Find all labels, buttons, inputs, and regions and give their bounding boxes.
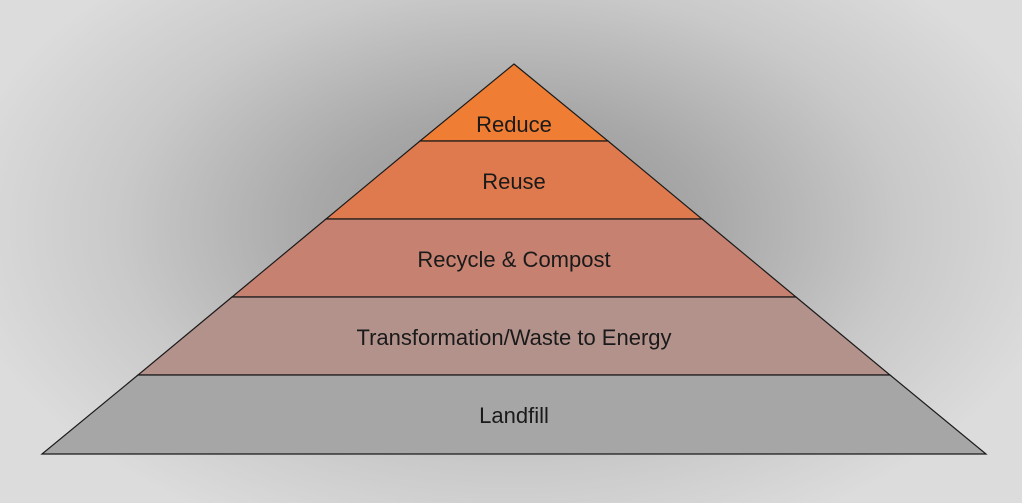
- tier-reuse-label: Reuse: [482, 169, 546, 194]
- tier-landfill: Landfill: [40, 374, 988, 455]
- tier-reduce-label: Reduce: [476, 112, 552, 137]
- tier-landfill-label: Landfill: [479, 403, 549, 428]
- tier-reuse: Reuse: [324, 140, 704, 220]
- tier-reduce: Reduce: [418, 63, 610, 142]
- tier-recycle-compost: Recycle & Compost: [230, 218, 798, 298]
- tier-landfill-shape: [40, 374, 988, 455]
- tier-transformation: Transformation/Waste to Energy: [136, 296, 892, 376]
- tier-recycle-compost-label: Recycle & Compost: [417, 247, 610, 272]
- tier-transformation-label: Transformation/Waste to Energy: [356, 325, 671, 350]
